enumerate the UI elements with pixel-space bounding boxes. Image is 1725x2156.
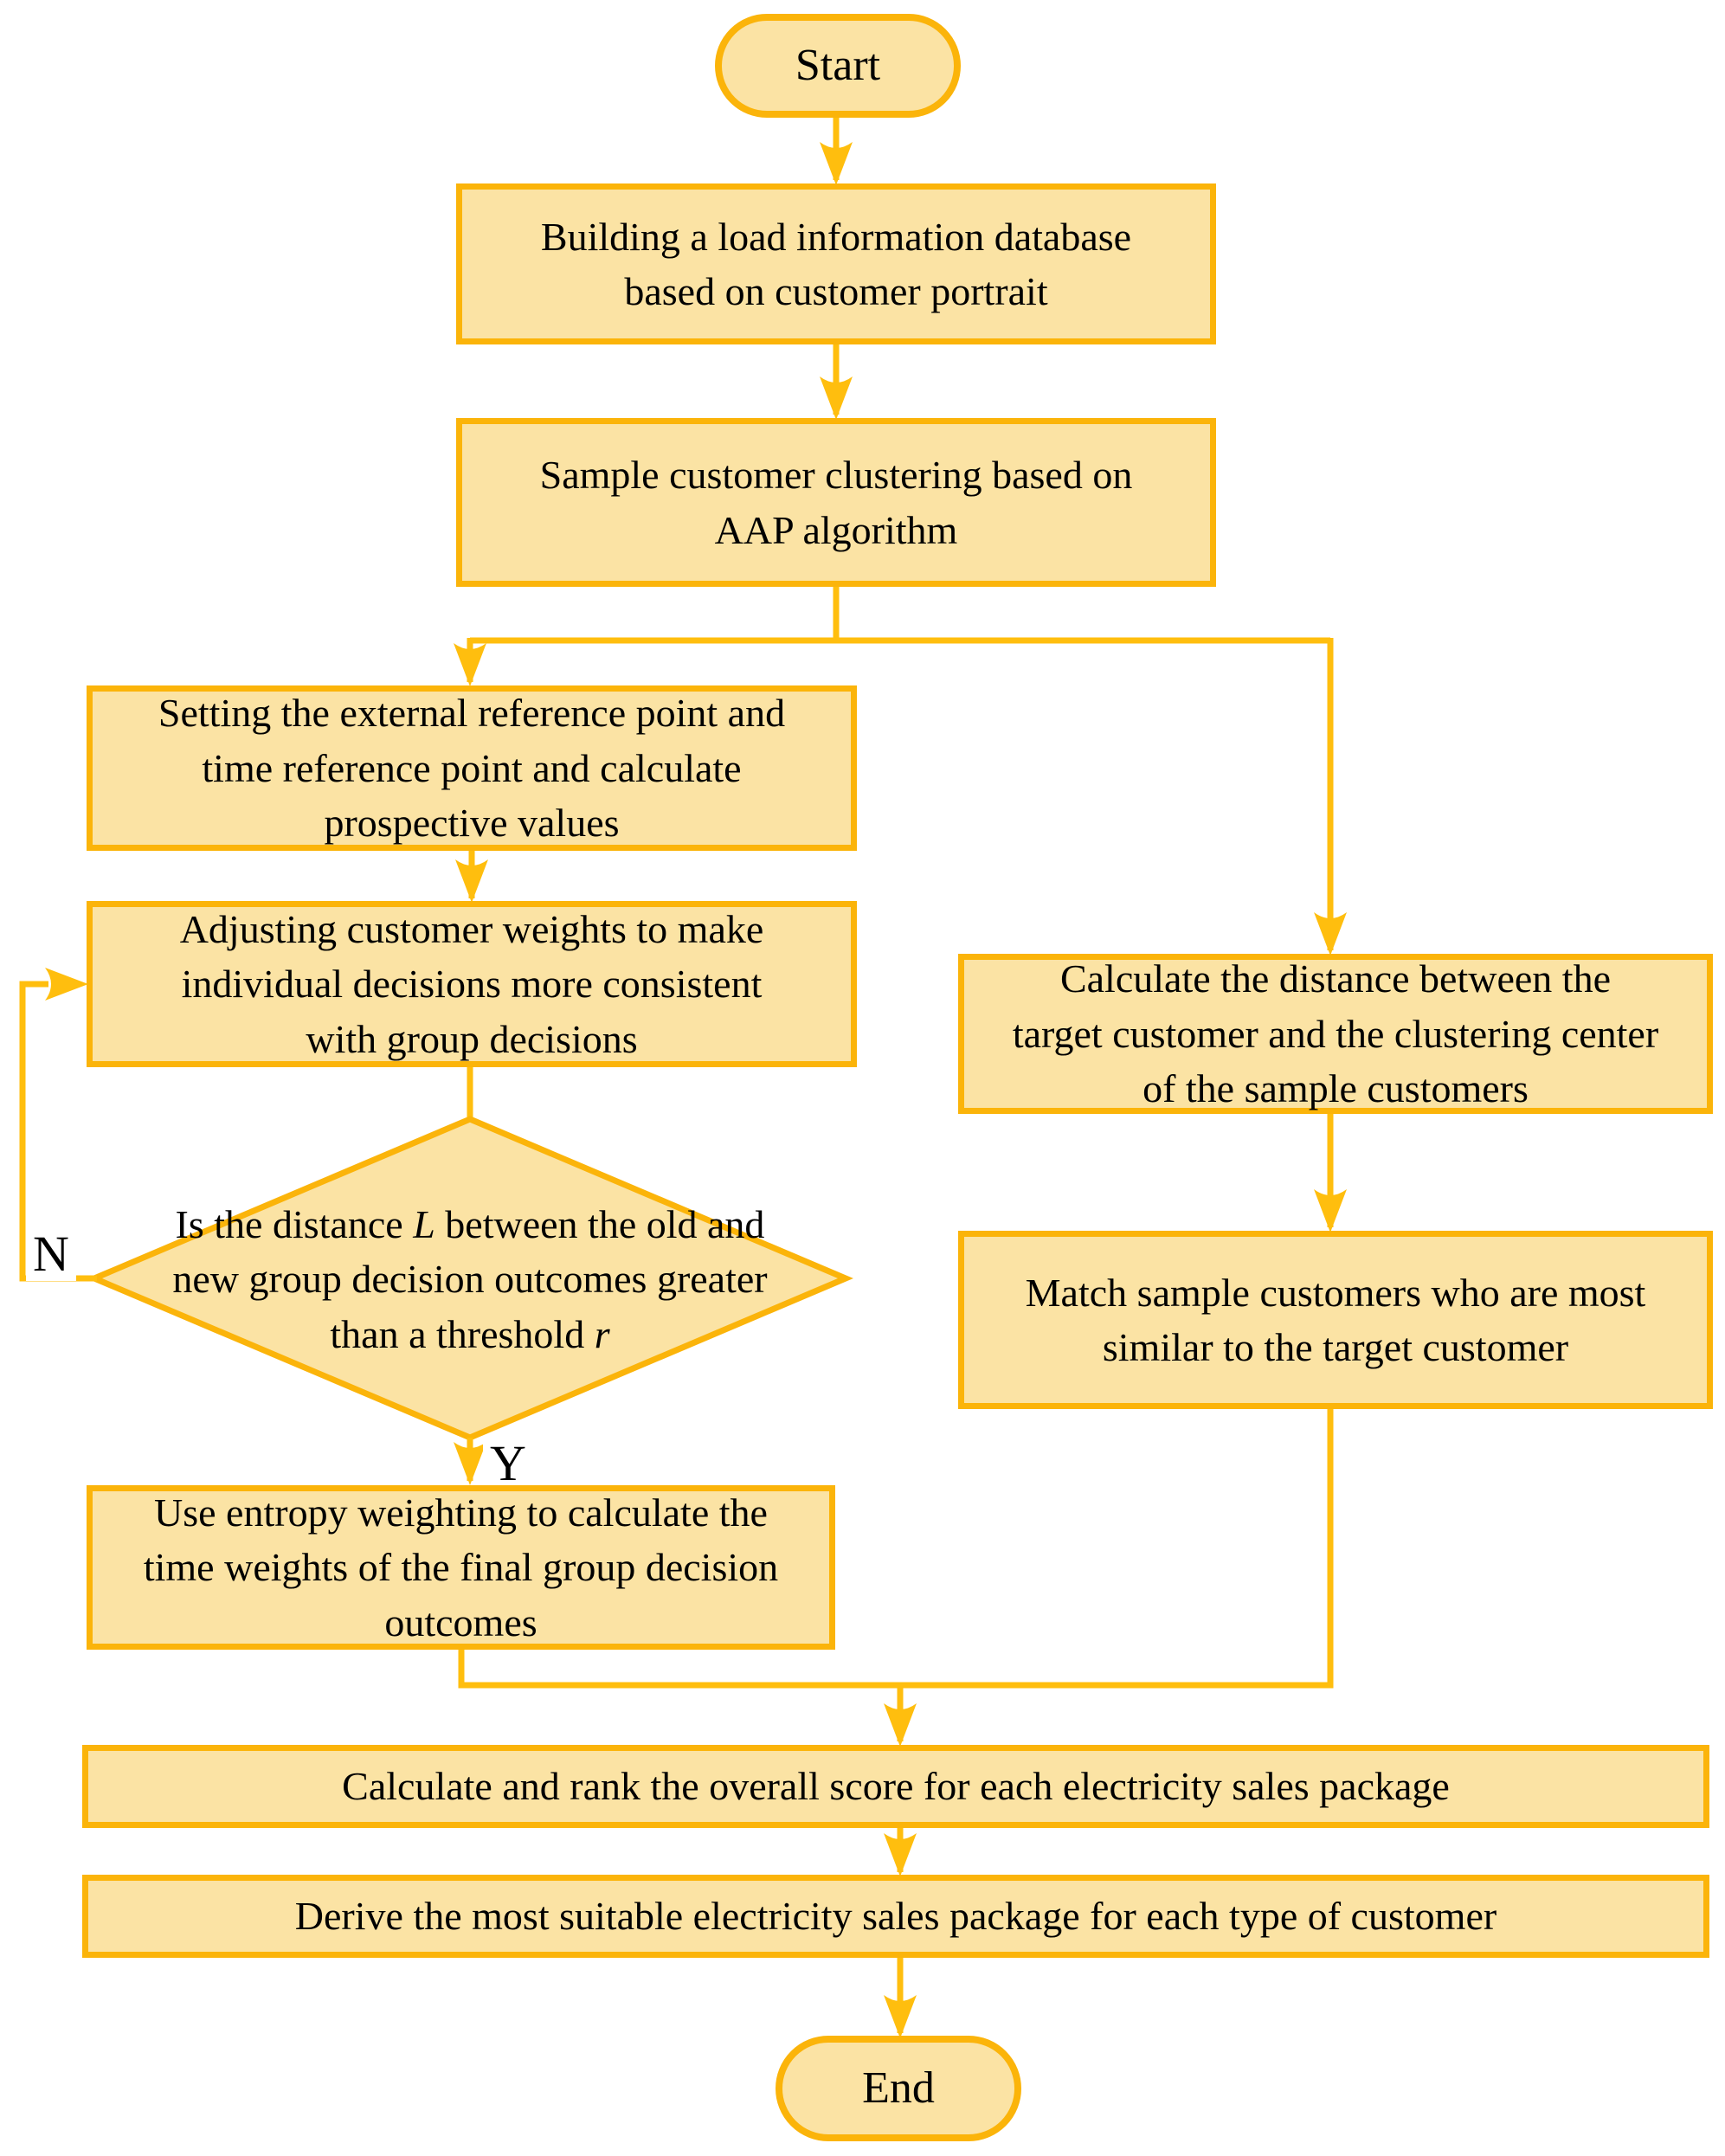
rank-score-node: Calculate and rank the overall score for… bbox=[82, 1745, 1709, 1828]
arrowhead-reference-adjust bbox=[455, 859, 488, 903]
entropy-weighting-node: Use entropy weighting to calculate the t… bbox=[87, 1485, 835, 1650]
arrowhead-score-derive bbox=[884, 1833, 917, 1876]
build-database-node: Building a load information database bas… bbox=[456, 183, 1216, 344]
arrowhead-start-build bbox=[820, 142, 853, 185]
arrowhead-decision-yes bbox=[454, 1442, 486, 1485]
decision-text: Is the distance L between the old and ne… bbox=[172, 1201, 768, 1356]
arrowhead-merge-score bbox=[884, 1703, 917, 1747]
edge-cluster-split bbox=[470, 587, 1330, 644]
no-branch-label: N bbox=[26, 1227, 76, 1281]
arrowhead-split-right bbox=[1314, 912, 1347, 956]
calc-distance-node: Calculate the distance between the targe… bbox=[958, 954, 1713, 1114]
variable-L: L bbox=[413, 1201, 435, 1246]
edge-match-merge bbox=[900, 1409, 1334, 1689]
distance-decision-node: Is the distance L between the old and ne… bbox=[141, 1162, 799, 1396]
arrowhead-build-cluster bbox=[820, 376, 853, 420]
variable-r: r bbox=[594, 1311, 610, 1356]
adjust-weights-node: Adjusting customer weights to make indiv… bbox=[87, 901, 857, 1067]
derive-package-node: Derive the most suitable electricity sal… bbox=[82, 1875, 1709, 1958]
arrowhead-derive-end bbox=[884, 1995, 917, 2038]
end-node: End bbox=[776, 2036, 1021, 2141]
match-customers-node: Match sample customers who are most simi… bbox=[958, 1231, 1713, 1409]
edge-entropy-merge bbox=[458, 1650, 900, 1689]
arrowhead-split-left bbox=[454, 643, 486, 686]
start-node: Start bbox=[715, 14, 961, 118]
yes-branch-label: Y bbox=[483, 1437, 533, 1490]
reference-point-node: Setting the external reference point and… bbox=[87, 685, 857, 851]
arrowhead-calc-match bbox=[1314, 1189, 1347, 1232]
arrowhead-no-loop bbox=[45, 968, 88, 1001]
sample-clustering-node: Sample customer clustering based on AAP … bbox=[456, 418, 1216, 587]
